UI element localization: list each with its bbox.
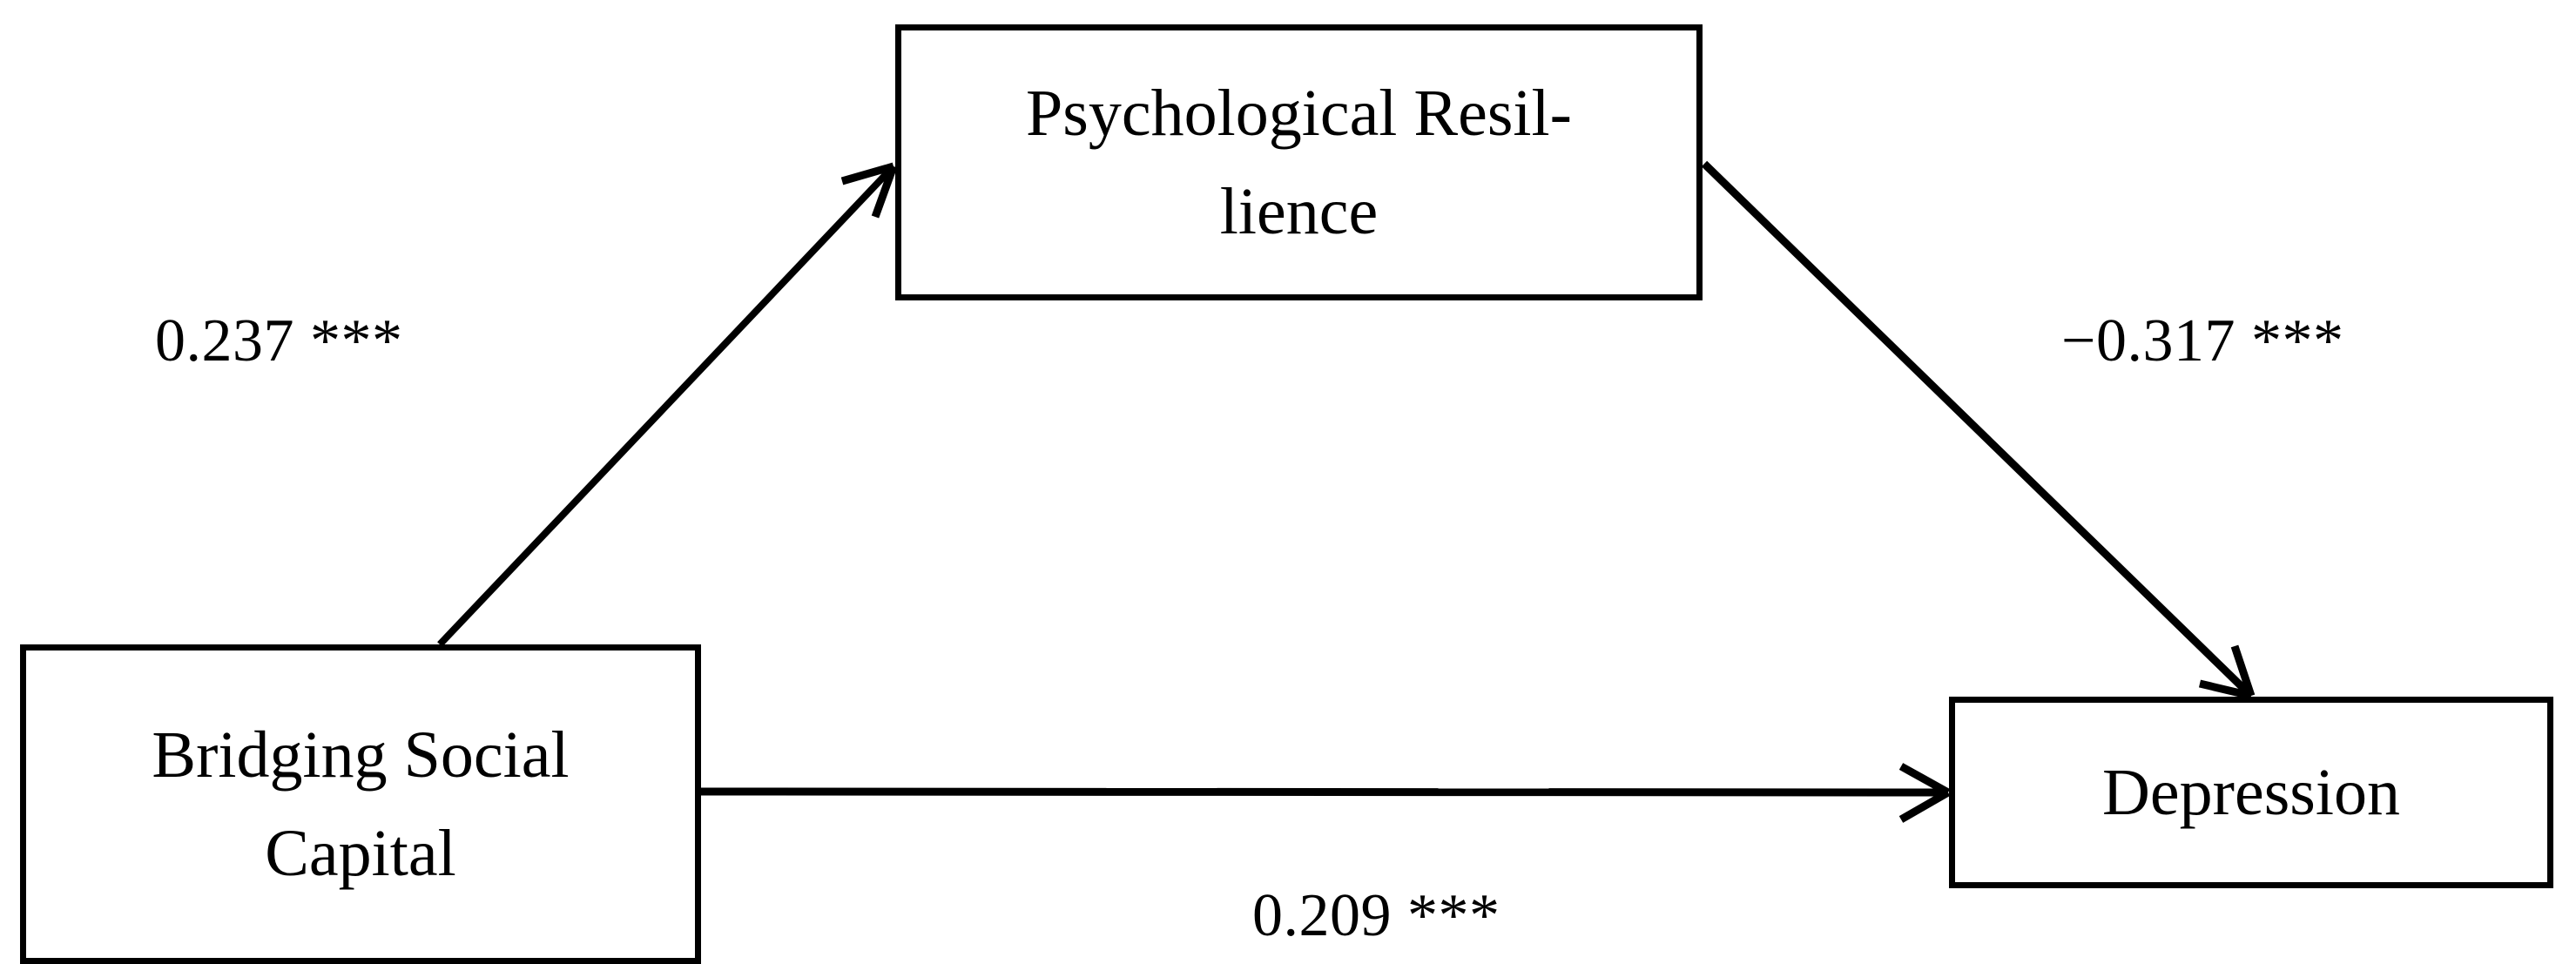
edge-a-path-line [437, 164, 896, 647]
edge-c-path-arrowhead-barb-lower [1898, 789, 1951, 823]
edge-c-path-arrowhead-barb-upper [1898, 763, 1951, 796]
edge-b-path [1701, 160, 2256, 700]
edge-b-path-arrowhead-barb-right [2230, 644, 2256, 698]
edge-a-path [437, 162, 898, 647]
edge-a-path-arrowhead-barb-upper [840, 162, 895, 185]
node-psychological-resilience-label: Psychological Resil- lience [1026, 77, 1572, 248]
node-depression-label: Depression [2102, 755, 2400, 829]
edge-label-c-path: 0.209 *** [1252, 882, 1500, 949]
edge-c-path [700, 763, 1951, 823]
node-bridging-social-capital-label: Bridging Social Capital [152, 718, 570, 890]
node-psychological-resilience: Psychological Resil- lience [895, 24, 1703, 300]
edge-label-b-path: −0.317 *** [2061, 307, 2344, 374]
node-bridging-social-capital: Bridging Social Capital [20, 644, 701, 964]
node-depression: Depression [1949, 697, 2553, 888]
edge-b-path-line [1701, 160, 2255, 699]
edge-a-path-arrowhead-barb-lower [871, 165, 898, 219]
edge-b-path-arrowhead-barb-left [2198, 679, 2253, 700]
edge-label-a-path: 0.237 *** [155, 307, 403, 374]
